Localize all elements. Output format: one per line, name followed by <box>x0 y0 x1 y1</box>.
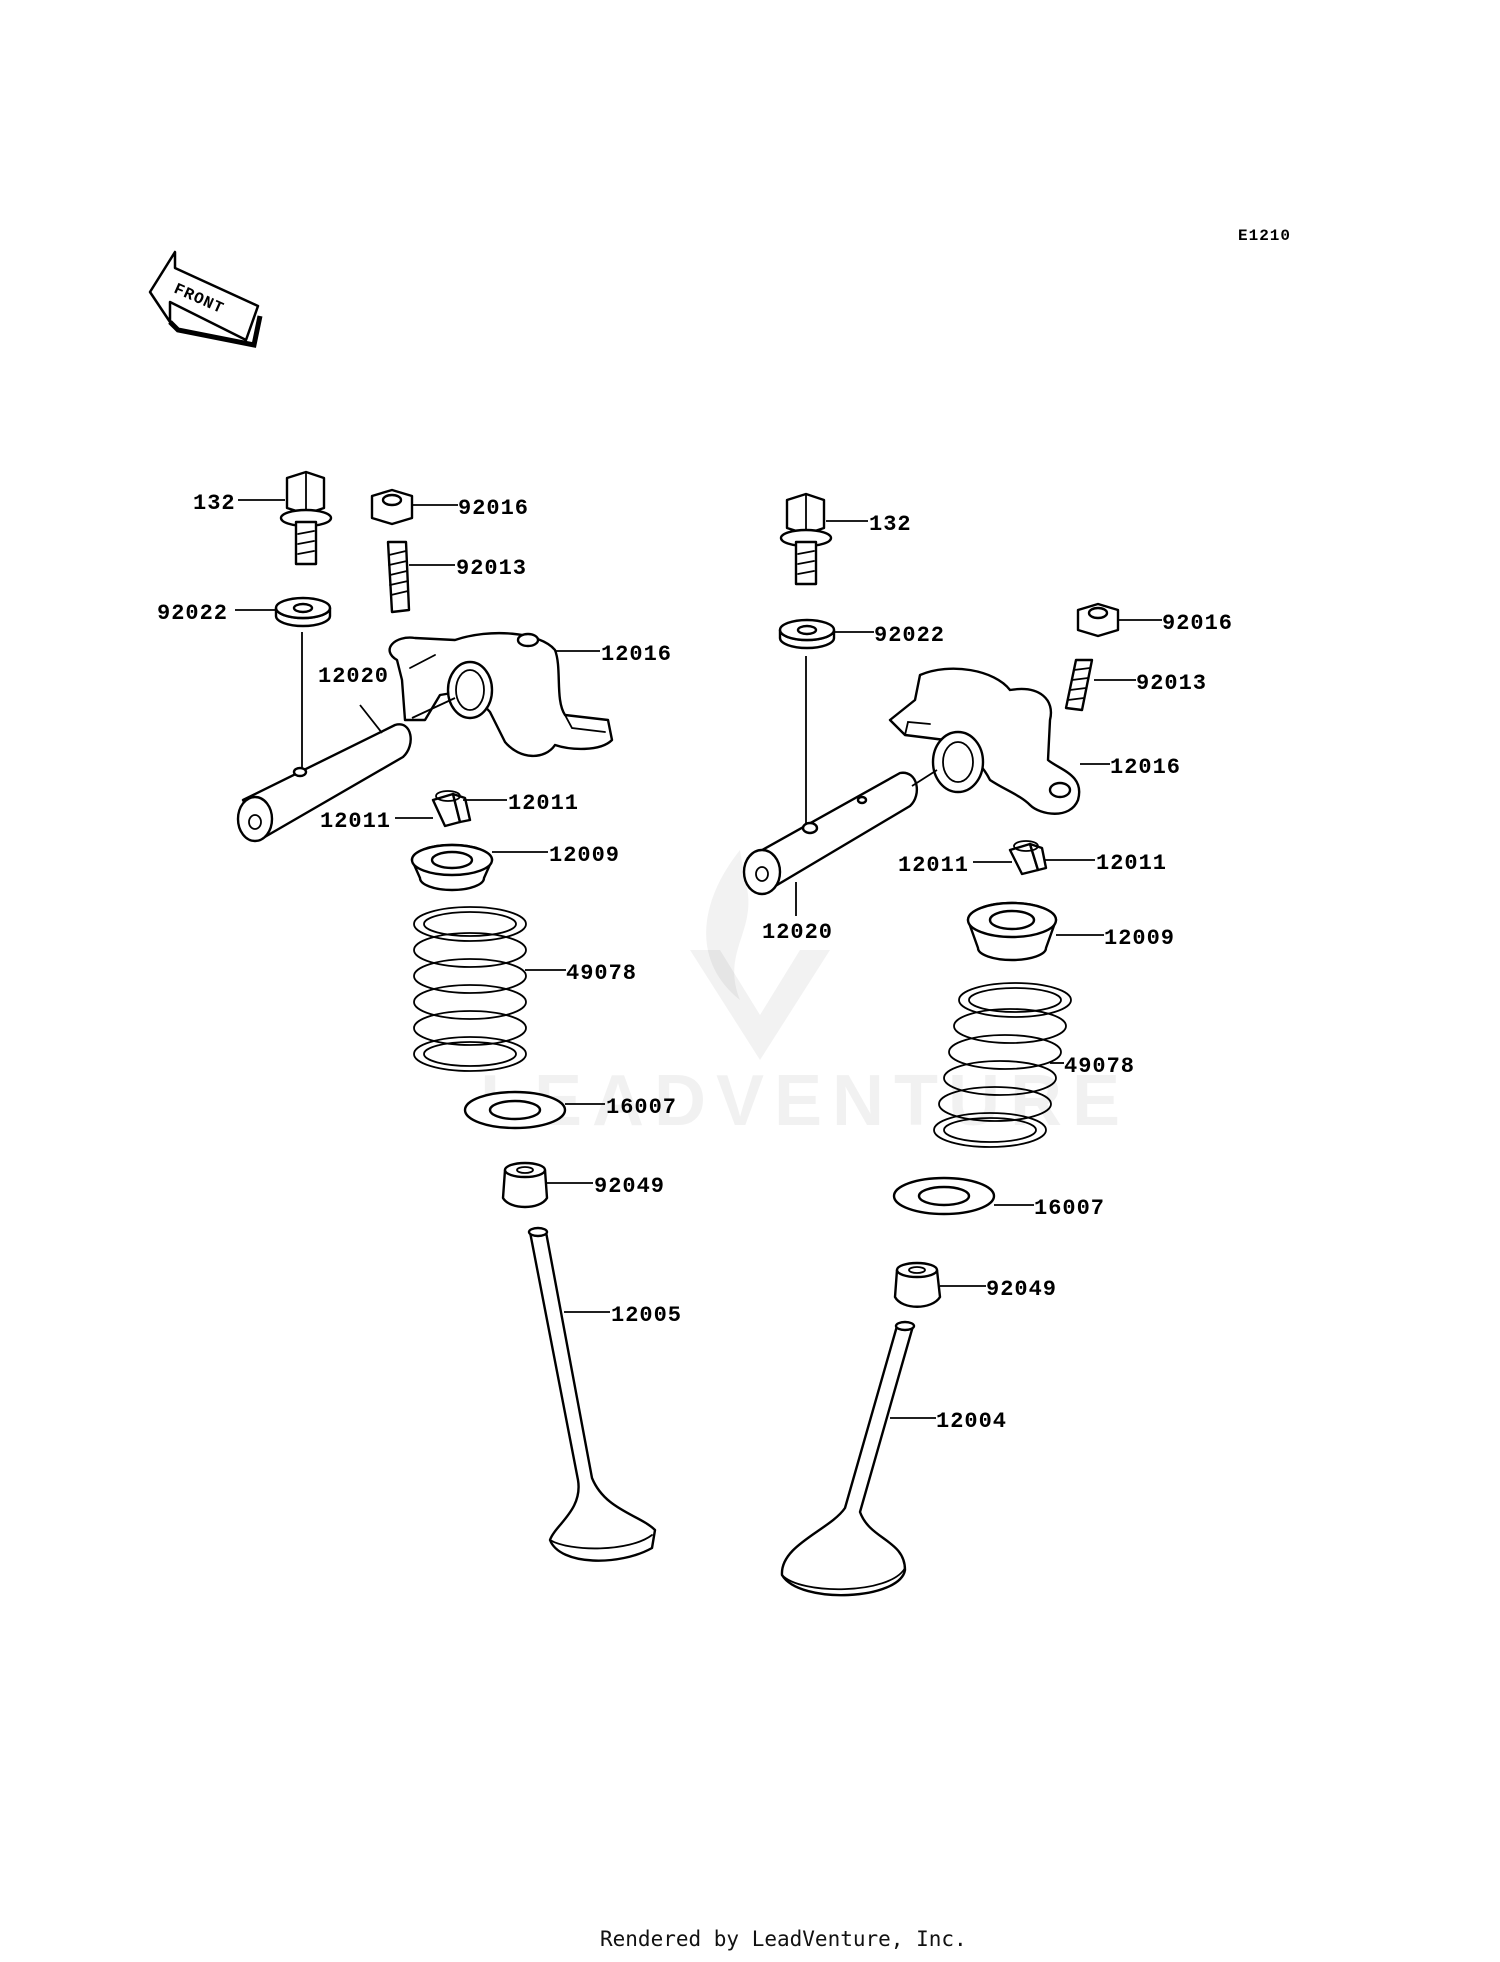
left-spring-seat <box>463 1090 567 1130</box>
right-keepers <box>1008 840 1048 876</box>
left-spring <box>413 906 527 1072</box>
label-left-spring[interactable]: 49078 <box>566 961 637 986</box>
right-washer <box>778 618 836 650</box>
right-retainer <box>966 901 1058 962</box>
label-right-spring[interactable]: 49078 <box>1064 1054 1135 1079</box>
left-nut <box>370 488 414 526</box>
label-left-retainer[interactable]: 12009 <box>549 843 620 868</box>
label-right-adjust-screw[interactable]: 92013 <box>1136 671 1207 696</box>
label-left-keeper-left[interactable]: 12011 <box>320 809 391 834</box>
right-rocker-shaft <box>742 771 919 896</box>
label-left-bolt[interactable]: 132 <box>193 491 236 516</box>
left-washer <box>274 596 332 628</box>
front-arrow-icon: FRONT <box>148 250 263 348</box>
label-left-keeper-right[interactable]: 12011 <box>508 791 579 816</box>
right-valve-assembly: 132 92022 92016 92013 <box>742 492 1233 1597</box>
label-right-valve[interactable]: 12004 <box>936 1409 1007 1434</box>
label-right-bolt[interactable]: 132 <box>869 512 912 537</box>
left-rocker-shaft <box>236 723 412 843</box>
label-left-rocker-arm[interactable]: 12016 <box>601 642 672 667</box>
label-right-washer[interactable]: 92022 <box>874 623 945 648</box>
label-right-keeper-right[interactable]: 12011 <box>1096 851 1167 876</box>
label-left-adjust-screw[interactable]: 92013 <box>456 556 527 581</box>
label-right-retainer[interactable]: 12009 <box>1104 926 1175 951</box>
label-right-rocker-shaft[interactable]: 12020 <box>762 920 833 945</box>
left-valve <box>527 1226 657 1562</box>
left-keepers <box>431 790 472 828</box>
label-left-valve[interactable]: 12005 <box>611 1303 682 1328</box>
label-right-rocker-arm[interactable]: 12016 <box>1110 755 1181 780</box>
right-spring-seat <box>892 1176 996 1216</box>
label-right-spring-seat[interactable]: 16007 <box>1034 1196 1105 1221</box>
right-rocker-arm <box>888 667 1081 815</box>
left-stem-seal <box>501 1161 549 1209</box>
right-stem-seal <box>893 1261 942 1308</box>
right-nut <box>1076 602 1120 638</box>
diagram-code: E1210 <box>1238 227 1291 245</box>
label-left-stem-seal[interactable]: 92049 <box>594 1174 665 1199</box>
left-valve-assembly: 132 92016 92013 92022 <box>157 470 682 1562</box>
footer-credit: Rendered by LeadVenture, Inc. <box>600 1927 967 1951</box>
label-left-spring-seat[interactable]: 16007 <box>606 1095 677 1120</box>
watermark-text: LEADVENTURE <box>480 1061 1130 1141</box>
label-right-stem-seal[interactable]: 92049 <box>986 1277 1057 1302</box>
watermark: LEADVENTURE <box>480 850 1130 1141</box>
label-right-keeper-left[interactable]: 12011 <box>898 853 969 878</box>
left-retainer <box>410 843 494 892</box>
label-left-rocker-shaft[interactable]: 12020 <box>318 664 389 689</box>
right-bolt <box>779 492 833 586</box>
right-adjust-screw <box>1064 658 1094 712</box>
label-left-nut[interactable]: 92016 <box>458 496 529 521</box>
label-right-nut[interactable]: 92016 <box>1162 611 1233 636</box>
left-rocker-arm <box>388 631 614 758</box>
right-valve <box>780 1320 916 1597</box>
label-left-washer[interactable]: 92022 <box>157 601 228 626</box>
left-adjust-screw <box>386 540 411 614</box>
right-spring <box>933 982 1072 1148</box>
left-bolt <box>279 470 333 566</box>
